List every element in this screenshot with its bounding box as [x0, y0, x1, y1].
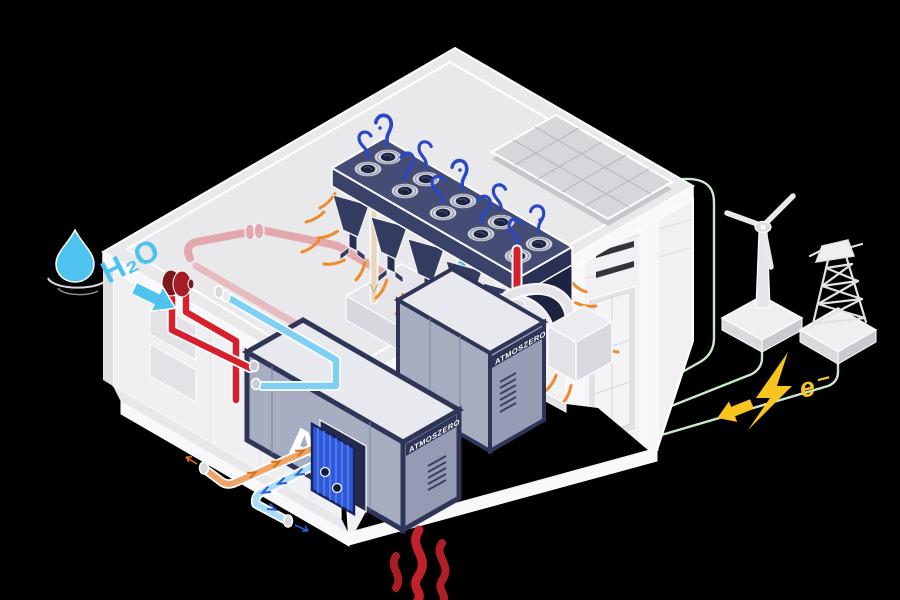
- wind-turbine: [720, 193, 804, 353]
- exchanger-port: [319, 466, 331, 478]
- exchanger-plates: [310, 421, 356, 517]
- unit1-nameplate-band: [406, 415, 456, 456]
- interior-floor: [113, 386, 349, 534]
- ripple-arc: [47, 277, 105, 289]
- heat-wave: [389, 552, 403, 592]
- heat-pump-unit-2: ATMOSZERO: [393, 266, 549, 455]
- fan-icon: [390, 182, 420, 200]
- unit2-vent-grille: [499, 372, 517, 413]
- water-inlet-pipe: [218, 290, 340, 390]
- panel-grid: [512, 126, 652, 208]
- tower-cage: [814, 239, 856, 263]
- fan-icon: [448, 192, 478, 210]
- cool-out-arrow: [294, 524, 309, 532]
- heat-wave: [435, 539, 450, 600]
- heat-wave: [411, 525, 427, 600]
- facade-pilaster: [639, 218, 659, 456]
- tower-lattice: [808, 242, 868, 330]
- warm-in-arrow: [185, 456, 198, 465]
- hot-pipe-drop: [182, 290, 240, 404]
- fan-icon: [524, 235, 554, 253]
- plate-heat-exchanger: [185, 418, 367, 532]
- unit1-ports: [248, 359, 262, 391]
- facade-window-slit: [596, 261, 634, 278]
- droplet-icon: [55, 228, 95, 283]
- warm-pipe-flange: [198, 461, 210, 475]
- warm-source-pipe: [201, 436, 335, 489]
- wall-opening: [149, 343, 197, 403]
- lightning-icon: [748, 352, 792, 430]
- cool-pipe-flange: [282, 514, 294, 528]
- warm-flow-chevrons: [247, 449, 307, 480]
- panel-top: [490, 113, 674, 221]
- heat-output-icon: [389, 525, 450, 600]
- fan-icon: [373, 148, 403, 166]
- unit1-vent-grille: [427, 455, 447, 491]
- unit2-nameplate-band: [492, 327, 542, 368]
- fan-icon: [428, 204, 458, 222]
- solar-panel: [490, 113, 674, 226]
- exchanger-port: [331, 482, 343, 494]
- fan-icon: [353, 160, 383, 178]
- fan-icon: [466, 225, 496, 243]
- plate-ridges: [317, 428, 349, 510]
- circulation-pump: [161, 269, 195, 298]
- cool-flow-chevrons: [259, 467, 305, 511]
- transmission-tower: [798, 239, 878, 365]
- cold-air-curls: [357, 112, 547, 246]
- ripple-arc: [57, 287, 99, 296]
- exterior-left-edge: [103, 265, 113, 386]
- base-edge-right: [348, 449, 658, 546]
- unit2-top: [393, 266, 549, 356]
- fan-icon: [411, 170, 441, 188]
- facade-window-slit: [596, 241, 634, 258]
